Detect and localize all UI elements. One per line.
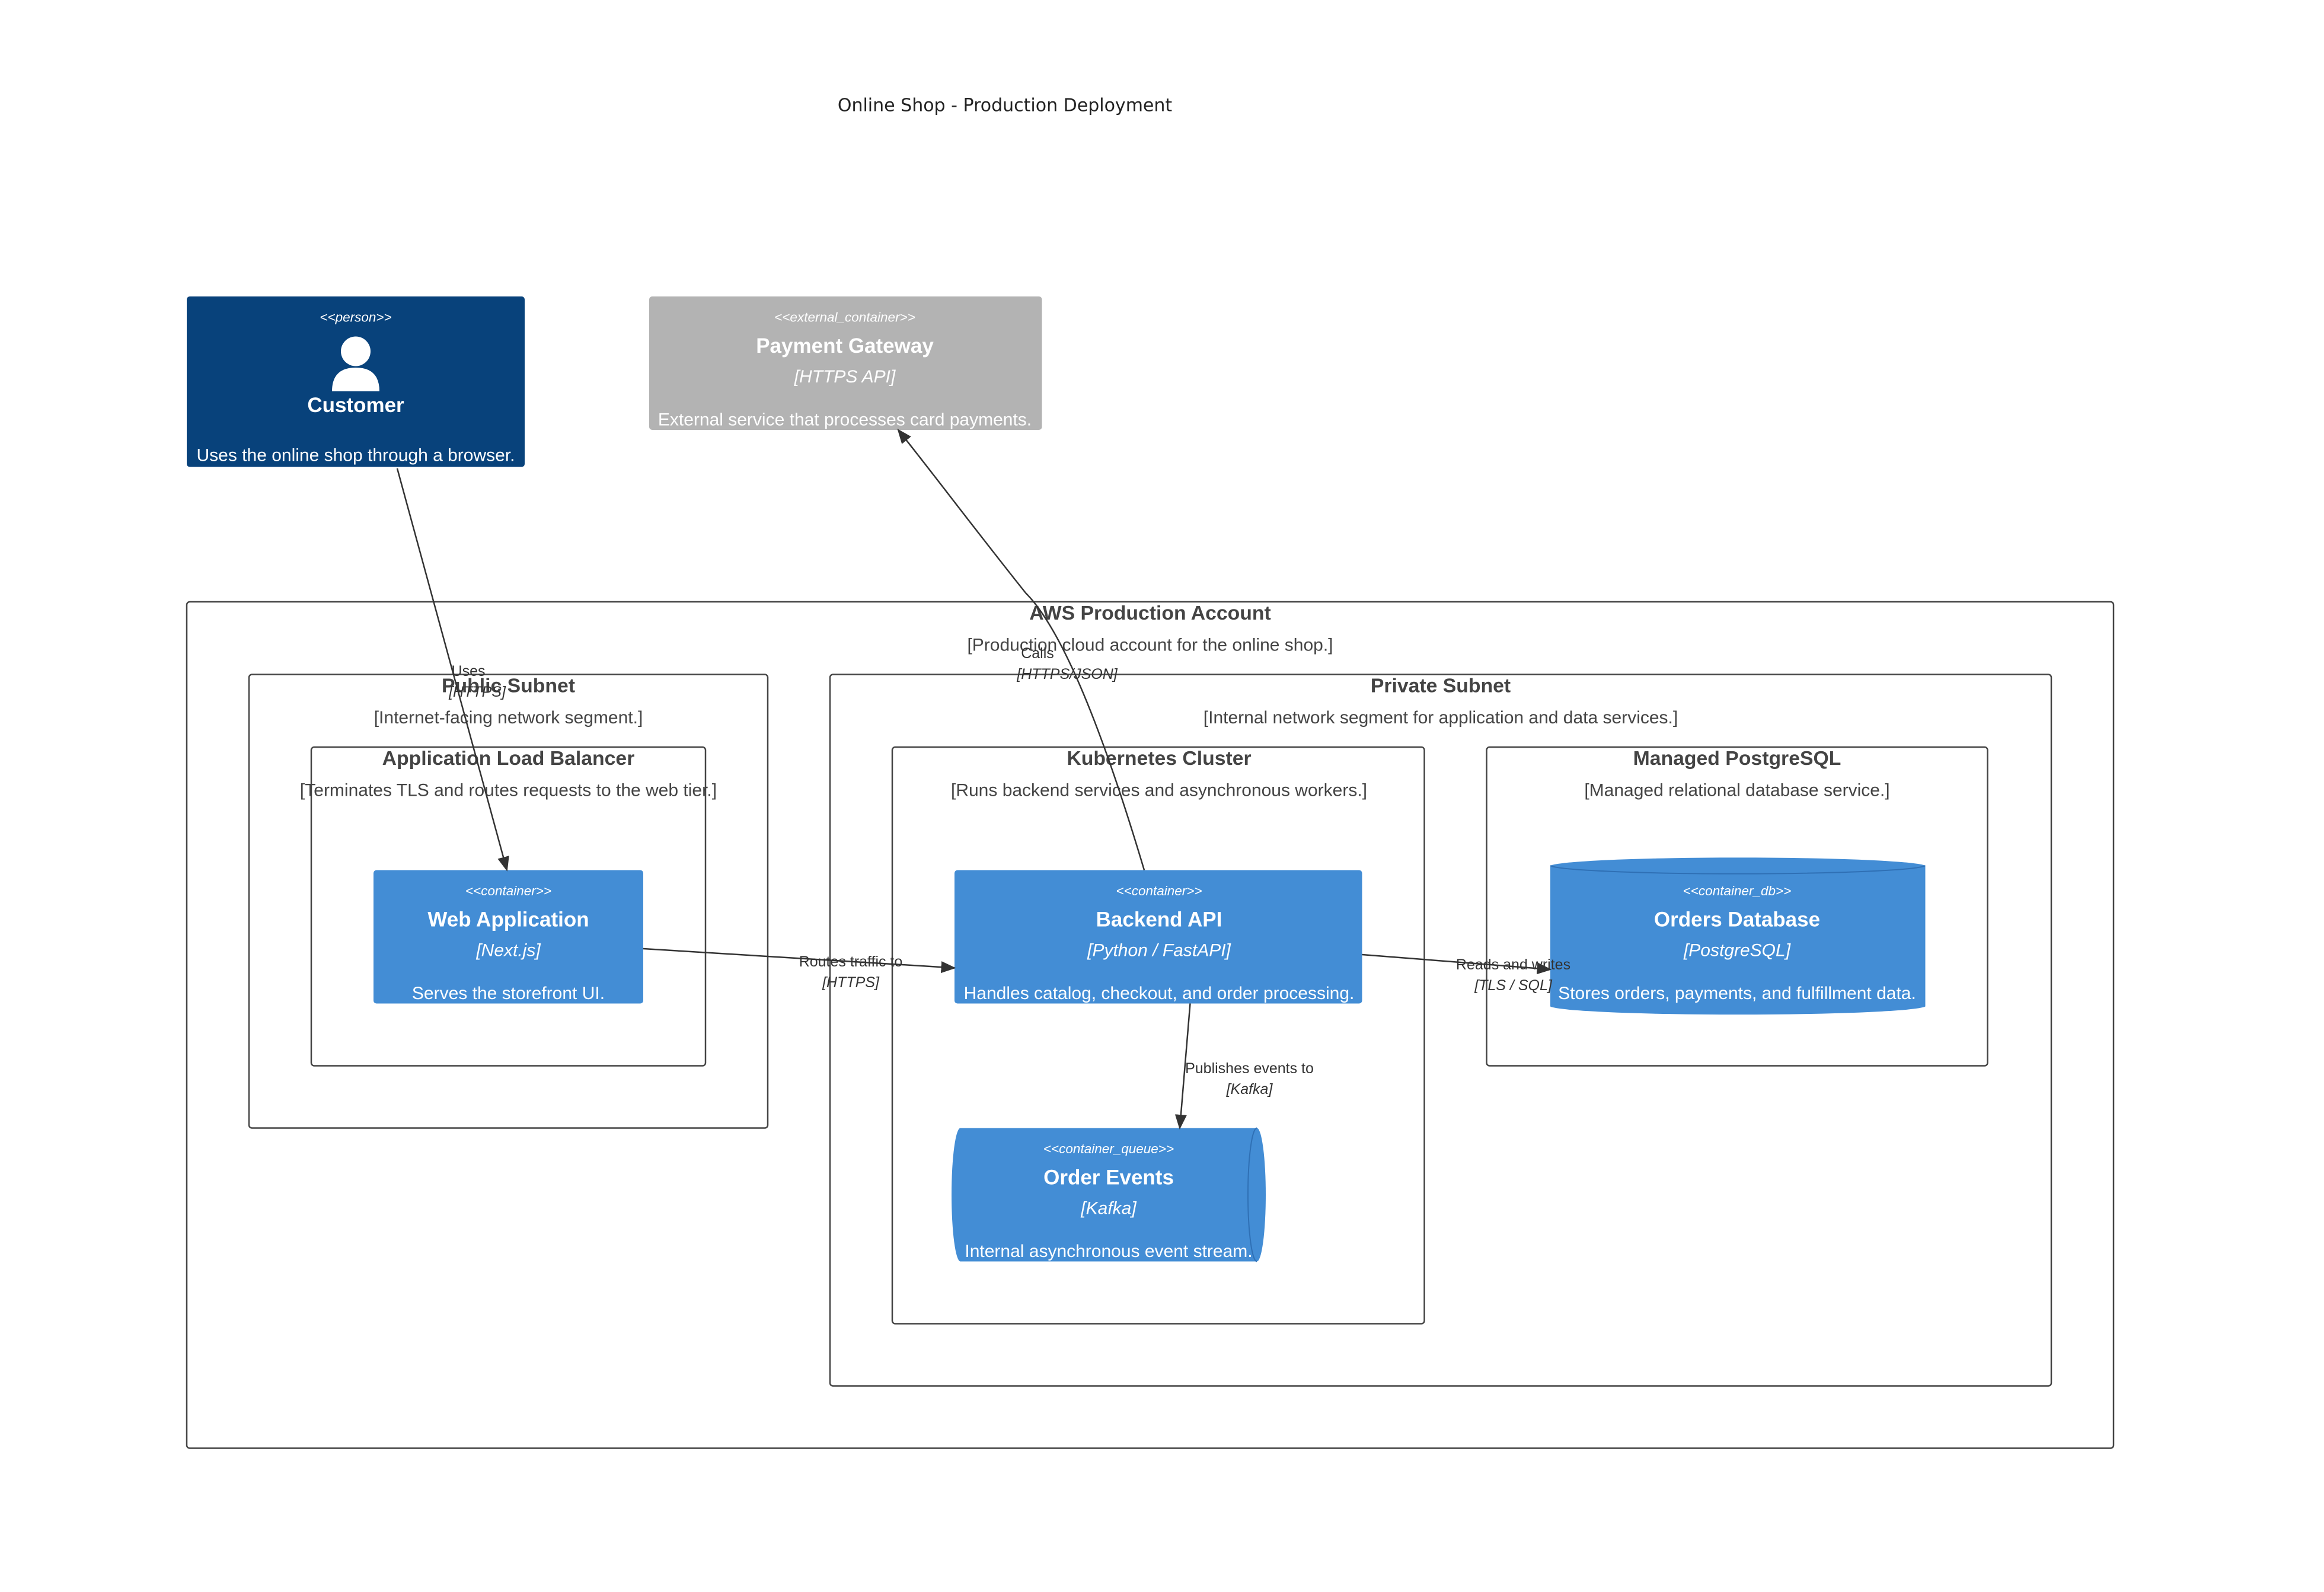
diagram-title: Online Shop - Production Deployment	[838, 95, 1173, 116]
ordersdb-name: Orders Database	[1654, 908, 1820, 931]
payment-stereotype: <<external_container>>	[774, 310, 915, 325]
web-application-node[interactable]: <<container>> Web Application [Next.js] …	[374, 870, 643, 1004]
boundary-postgresql: Managed PostgreSQL [Managed relational d…	[1486, 746, 1988, 1067]
orders-database-node[interactable]: <<container_db>> Orders Database [Postgr…	[1550, 857, 1926, 1015]
events-name: Order Events	[1043, 1166, 1174, 1189]
boundary-private-subnet: Private Subnet [Internal network segment…	[829, 674, 2052, 1387]
edge-publishes-tech: [Kafka]	[1226, 1081, 1273, 1098]
boundary-alb-desc: [Terminates TLS and routes requests to t…	[300, 781, 717, 800]
person-icon	[332, 336, 379, 391]
ordersdb-desc: Stores orders, payments, and fulfillment…	[1558, 984, 1916, 1003]
events-desc: Internal asynchronous event stream.	[965, 1242, 1252, 1261]
webapp-desc: Serves the storefront UI.	[412, 984, 605, 1003]
customer-stereotype: <<person>>	[320, 310, 391, 325]
boundary-k8s-desc: [Runs backend services and asynchronous …	[951, 781, 1367, 800]
edge-calls-label: Calls	[1021, 645, 1054, 662]
customer-node[interactable]: <<person>> Customer Uses the online shop…	[187, 296, 525, 467]
edge-customer-uses-webapp[interactable]: Uses [HTTPS]	[396, 468, 509, 872]
boundary-k8s-title: Kubernetes Cluster	[1067, 747, 1251, 770]
boundary-public-title: Public Subnet	[442, 675, 575, 697]
boundary-alb-title: Application Load Balancer	[382, 747, 635, 770]
boundary-public-desc: [Internet-facing network segment.]	[374, 708, 643, 728]
webapp-name: Web Application	[427, 908, 589, 931]
backend-tech: [Python / FastAPI]	[1087, 941, 1231, 961]
boundary-pg-title: Managed PostgreSQL	[1633, 747, 1841, 770]
boundary-private-title: Private Subnet	[1371, 675, 1511, 697]
events-tech: [Kafka]	[1080, 1199, 1137, 1218]
webapp-stereotype: <<container>>	[465, 883, 551, 898]
ordersdb-tech: [PostgreSQL]	[1683, 941, 1791, 961]
customer-desc: Uses the online shop through a browser.	[197, 446, 515, 465]
boundary-public-subnet: Public Subnet [Internet-facing network s…	[248, 674, 769, 1129]
edge-calls-tech: [HTTPS/JSON]	[1016, 666, 1118, 682]
order-events-node[interactable]: <<container_queue>> Order Events [Kafka]…	[952, 1127, 1266, 1262]
boundary-private-desc: [Internal network segment for applicatio…	[1204, 708, 1678, 728]
backend-api-node[interactable]: <<container>> Backend API [Python / Fast…	[954, 870, 1362, 1004]
boundary-pg-desc: [Managed relational database service.]	[1584, 781, 1889, 800]
edge-uses-tech: [HTTPS]	[448, 684, 506, 700]
payment-name: Payment Gateway	[756, 334, 934, 358]
boundary-aws-title: AWS Production Account	[1029, 602, 1271, 624]
edge-routes-tech: [HTTPS]	[822, 974, 880, 991]
edge-reads-label: Reads and writes	[1456, 956, 1570, 973]
webapp-tech: [Next.js]	[475, 941, 541, 961]
payment-desc: External service that processes card pay…	[658, 410, 1032, 430]
ordersdb-stereotype: <<container_db>>	[1683, 883, 1792, 898]
edge-backend-calls-payment[interactable]: Calls [HTTPS/JSON]	[897, 429, 1145, 870]
backend-stereotype: <<container>>	[1116, 883, 1202, 898]
customer-name: Customer	[307, 394, 404, 417]
edge-uses-label: Uses	[452, 663, 486, 679]
payment-gateway-node[interactable]: <<external_container>> Payment Gateway […	[649, 296, 1042, 430]
boundary-aws: AWS Production Account [Production cloud…	[186, 601, 2115, 1449]
edge-publishes-label: Publishes events to	[1185, 1060, 1314, 1077]
backend-desc: Handles catalog, checkout, and order pro…	[964, 984, 1355, 1003]
boundary-load-balancer: Application Load Balancer [Terminates TL…	[300, 746, 717, 1067]
backend-name: Backend API	[1096, 908, 1222, 931]
edge-webapp-routes-backend[interactable]: Routes traffic to [HTTPS]	[643, 947, 956, 991]
edge-backend-publishes-events[interactable]: Publishes events to [Kafka]	[1174, 1003, 1314, 1130]
events-stereotype: <<container_queue>>	[1043, 1141, 1174, 1156]
boundary-aws-desc: [Production cloud account for the online…	[967, 636, 1333, 655]
edge-routes-label: Routes traffic to	[799, 953, 903, 970]
payment-tech: [HTTPS API]	[794, 367, 896, 387]
boundary-kubernetes: Kubernetes Cluster [Runs backend service…	[891, 746, 1425, 1325]
edge-backend-reads-db[interactable]: Reads and writes [TLS / SQL]	[1362, 953, 1571, 994]
edge-reads-tech: [TLS / SQL]	[1474, 977, 1553, 994]
